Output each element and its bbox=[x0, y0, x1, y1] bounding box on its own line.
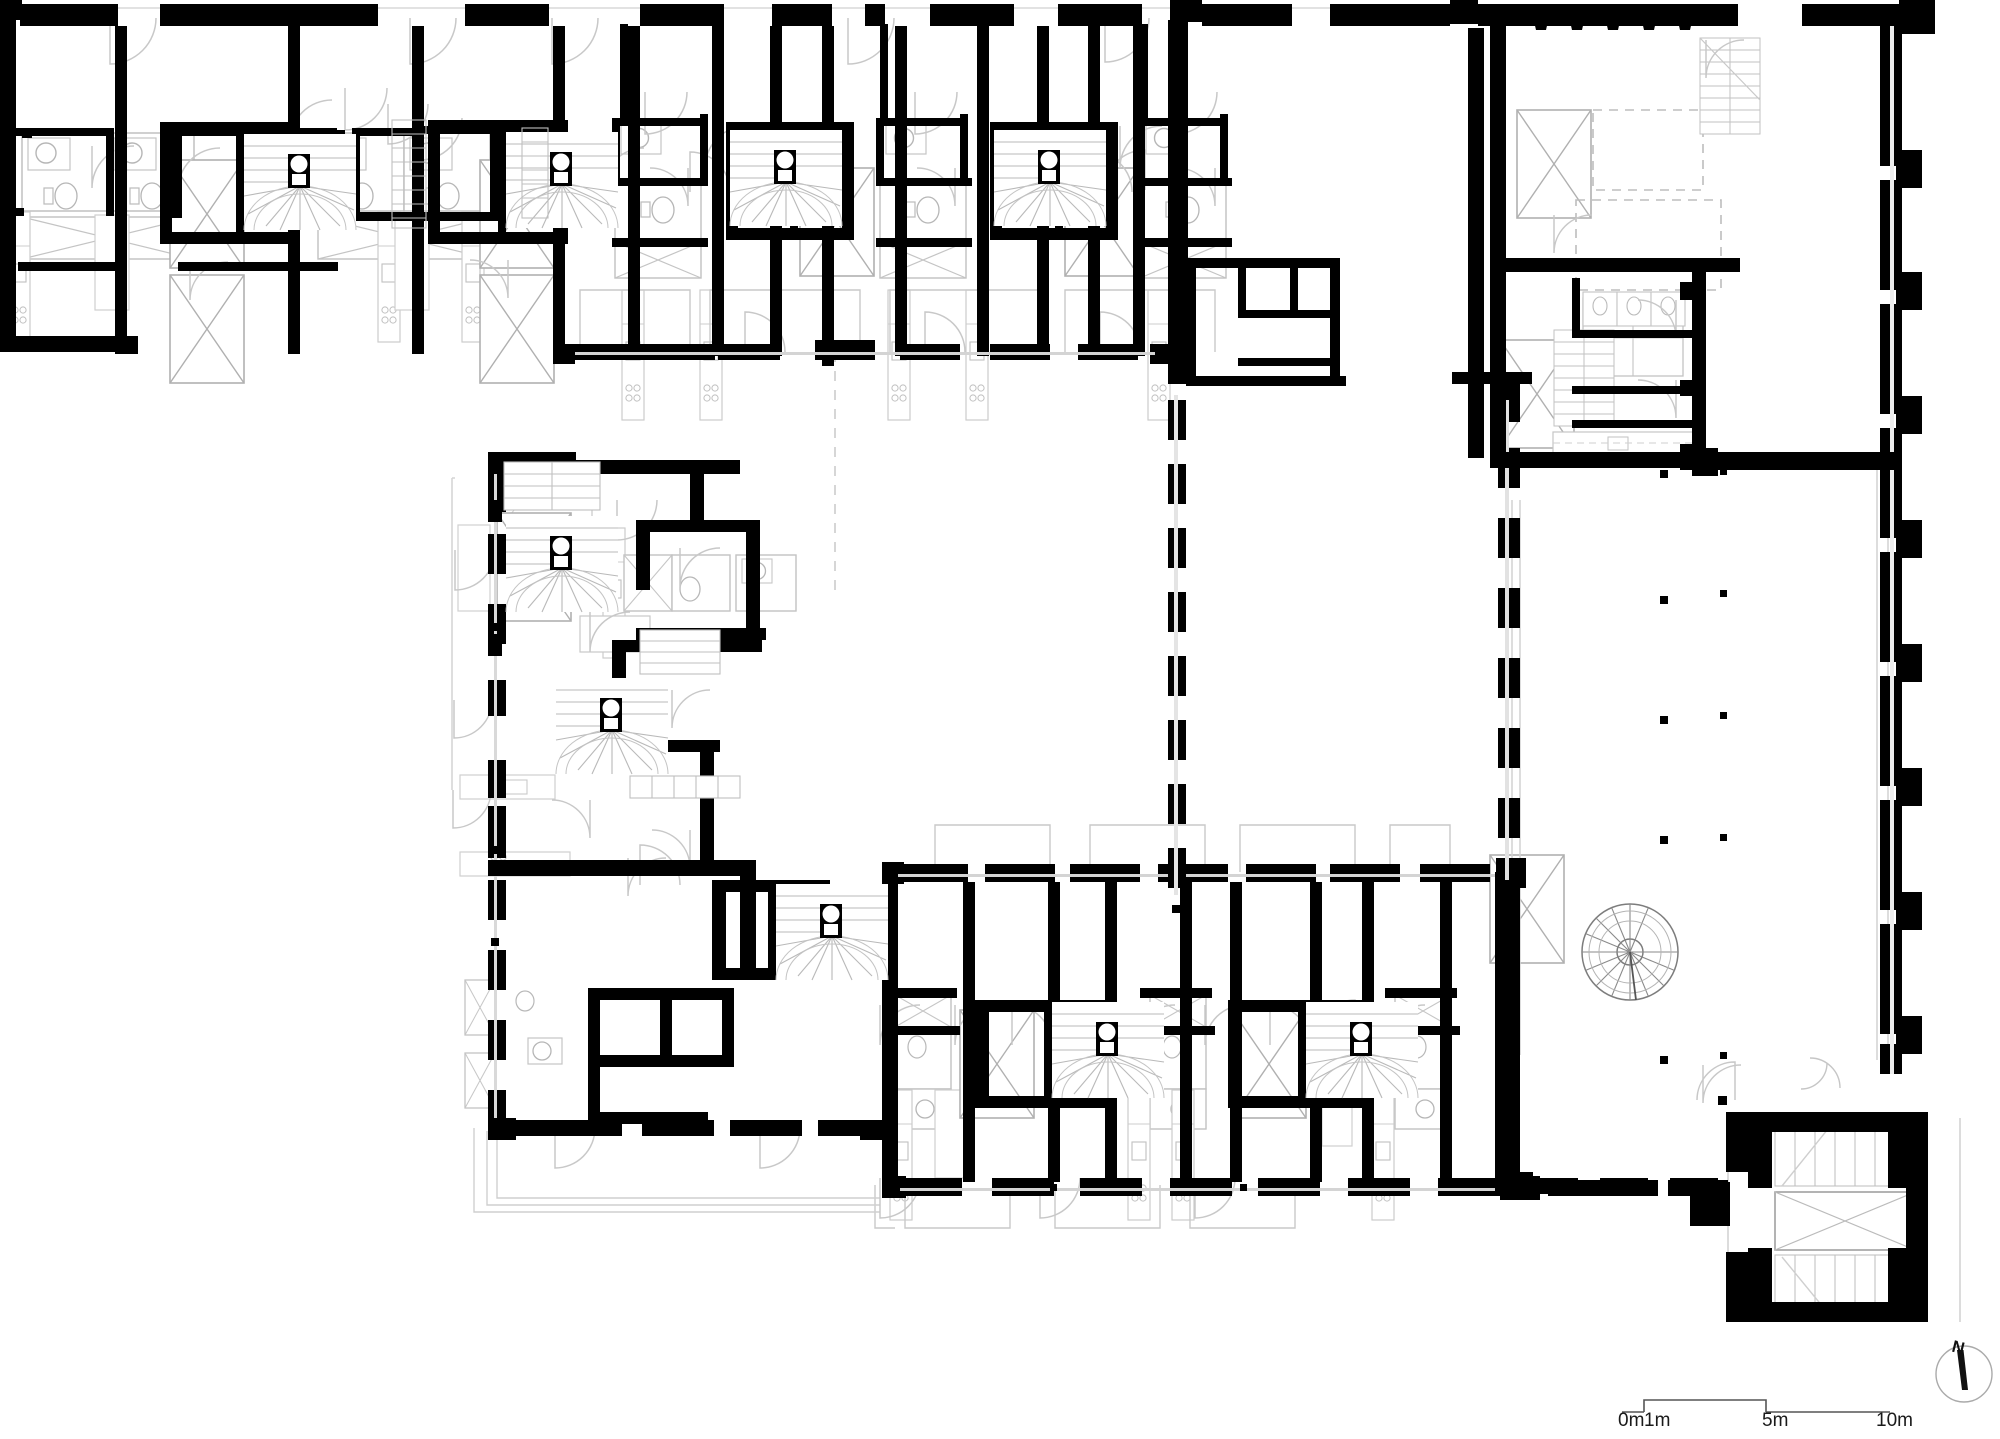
north-connector-flights bbox=[521, 127, 549, 219]
se-corner-walls bbox=[1500, 1112, 1928, 1322]
spiral-stair bbox=[1581, 903, 1679, 1001]
core2-side-flight bbox=[391, 119, 427, 229]
structural-walls-layer bbox=[0, 0, 1935, 1322]
north-facade-piers bbox=[0, 0, 1935, 34]
southwest-terrace bbox=[473, 1128, 880, 1213]
north-wing-party-walls bbox=[115, 20, 1188, 380]
west-straight-flights bbox=[503, 461, 741, 799]
courtyard-east-wall bbox=[1168, 395, 1186, 895]
south-wing-balconies bbox=[874, 1185, 1296, 1229]
west-central-core-walls bbox=[488, 500, 624, 656]
facade-column-markers bbox=[1530, 4, 1696, 30]
west-terrace-outline bbox=[451, 477, 455, 790]
stairs-layer bbox=[243, 119, 1419, 1099]
east-gallery-walls bbox=[1468, 18, 1922, 1180]
misc-walls bbox=[1168, 258, 1532, 386]
glazing-fixings bbox=[491, 468, 1727, 1191]
south-court-glazing bbox=[934, 824, 1451, 872]
north-core-walls bbox=[160, 120, 1118, 244]
east-mid-walls bbox=[1660, 470, 1668, 1064]
south-east-dashed-wall bbox=[1530, 1178, 1718, 1194]
